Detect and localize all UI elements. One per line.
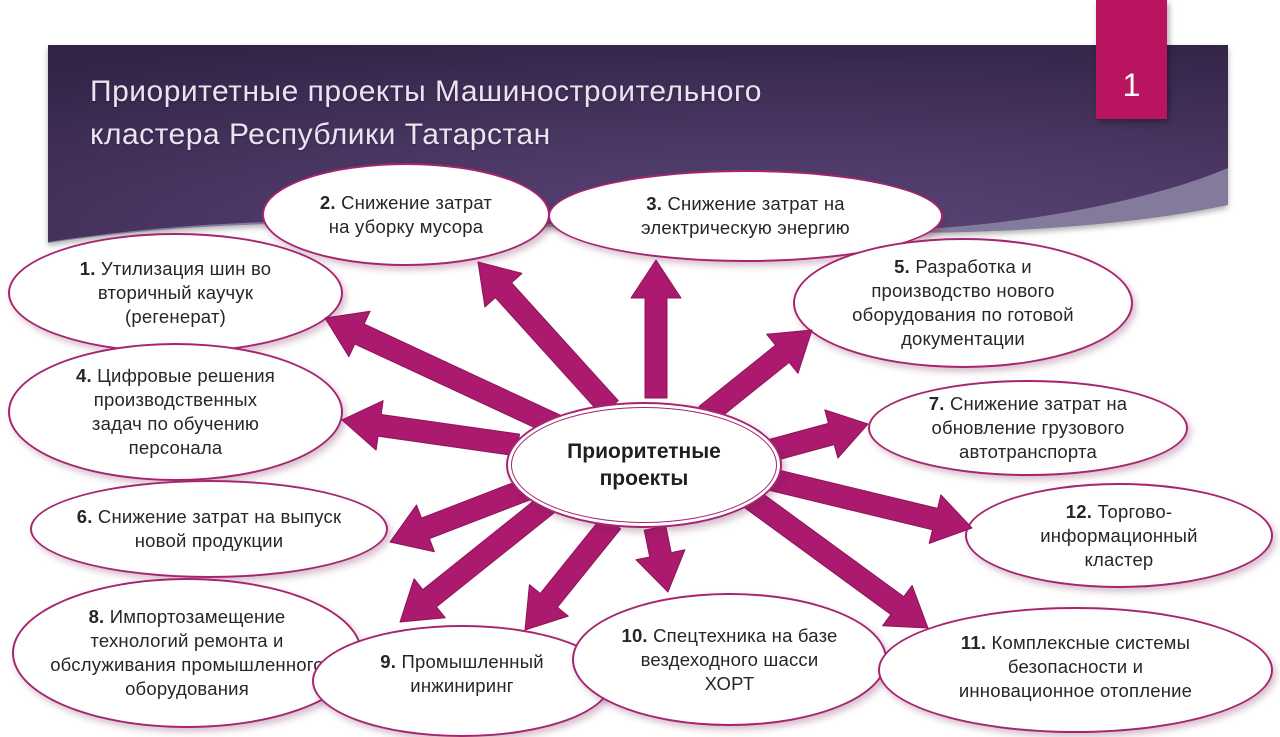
center-ellipse: Приоритетные проекты — [506, 402, 782, 528]
arrow — [524, 514, 622, 631]
project-bubble-12: 12. Торгово-информационный кластер — [965, 483, 1273, 588]
project-bubble-5-label: 5. Разработка и производство нового обор… — [852, 256, 1074, 349]
arrow — [324, 310, 572, 441]
project-bubble-4: 4. Цифровые решения производственных зад… — [8, 343, 343, 481]
project-bubble-1-label: 1. Утилизация шин во вторичный каучук (р… — [79, 258, 272, 327]
project-bubble-12-label: 12. Торгово-информационный кластер — [1040, 500, 1198, 570]
arrow — [761, 466, 973, 544]
project-bubble-8: 8. Импортозамещение технологий ремонта и… — [12, 578, 362, 728]
project-bubble-11: 11. Комплексные системы безопасности и и… — [878, 607, 1273, 733]
slide-title-line2: кластера Республики Татарстан — [90, 118, 551, 151]
arrow — [399, 488, 563, 623]
arrow — [635, 525, 686, 593]
project-bubble-9: 9. Промышленный инжиниринг — [312, 625, 612, 737]
project-bubble-6-label: 6. Снижение затрат на выпуск новой проду… — [76, 506, 342, 551]
project-bubble-7-label: 7. Снижение затрат на обновление грузово… — [928, 393, 1128, 462]
project-bubble-10-label: 10. Спецтехника на базе вездеходного шас… — [621, 624, 838, 694]
project-bubble-6: 6. Снижение затрат на выпуск новой проду… — [30, 480, 388, 578]
project-bubble-10: 10. Спецтехника на базе вездеходного шас… — [572, 593, 887, 726]
slide-title: Приоритетные проекты Машиностроительного… — [90, 70, 762, 156]
project-bubble-5: 5. Разработка и производство нового обор… — [793, 238, 1133, 368]
slide-title-line1: Приоритетные проекты Машиностроительного — [90, 75, 762, 108]
arrow — [341, 400, 520, 457]
project-bubble-4-label: 4. Цифровые решения производственных зад… — [75, 365, 276, 458]
project-bubble-2: 2. Снижение затрат на уборку мусора — [262, 163, 550, 266]
center-label: Приоритетные проекты — [567, 440, 721, 490]
project-bubble-3-label: 3. Снижение затрат на электрическую энер… — [641, 193, 850, 238]
project-bubble-7: 7. Снижение затрат на обновление грузово… — [868, 380, 1188, 476]
project-bubble-2-label: 2. Снижение затрат на уборку мусора — [319, 191, 493, 237]
project-bubble-8-label: 8. Импортозамещение технологий ремонта и… — [50, 606, 324, 699]
slide: { "slide": { "title_line1": "Приоритетны… — [8, 0, 1273, 737]
project-bubble-9-label: 9. Промышленный инжиниринг — [380, 651, 544, 696]
page-number-tab: 1 — [1096, 0, 1167, 119]
page-number: 1 — [1122, 67, 1141, 103]
project-bubble-11-label: 11. Комплексные системы безопасности и и… — [958, 632, 1193, 701]
arrow — [630, 259, 682, 399]
project-bubble-1: 1. Утилизация шин во вторичный каучук (р… — [8, 233, 343, 353]
arrow — [477, 261, 619, 416]
arrow — [698, 329, 813, 425]
